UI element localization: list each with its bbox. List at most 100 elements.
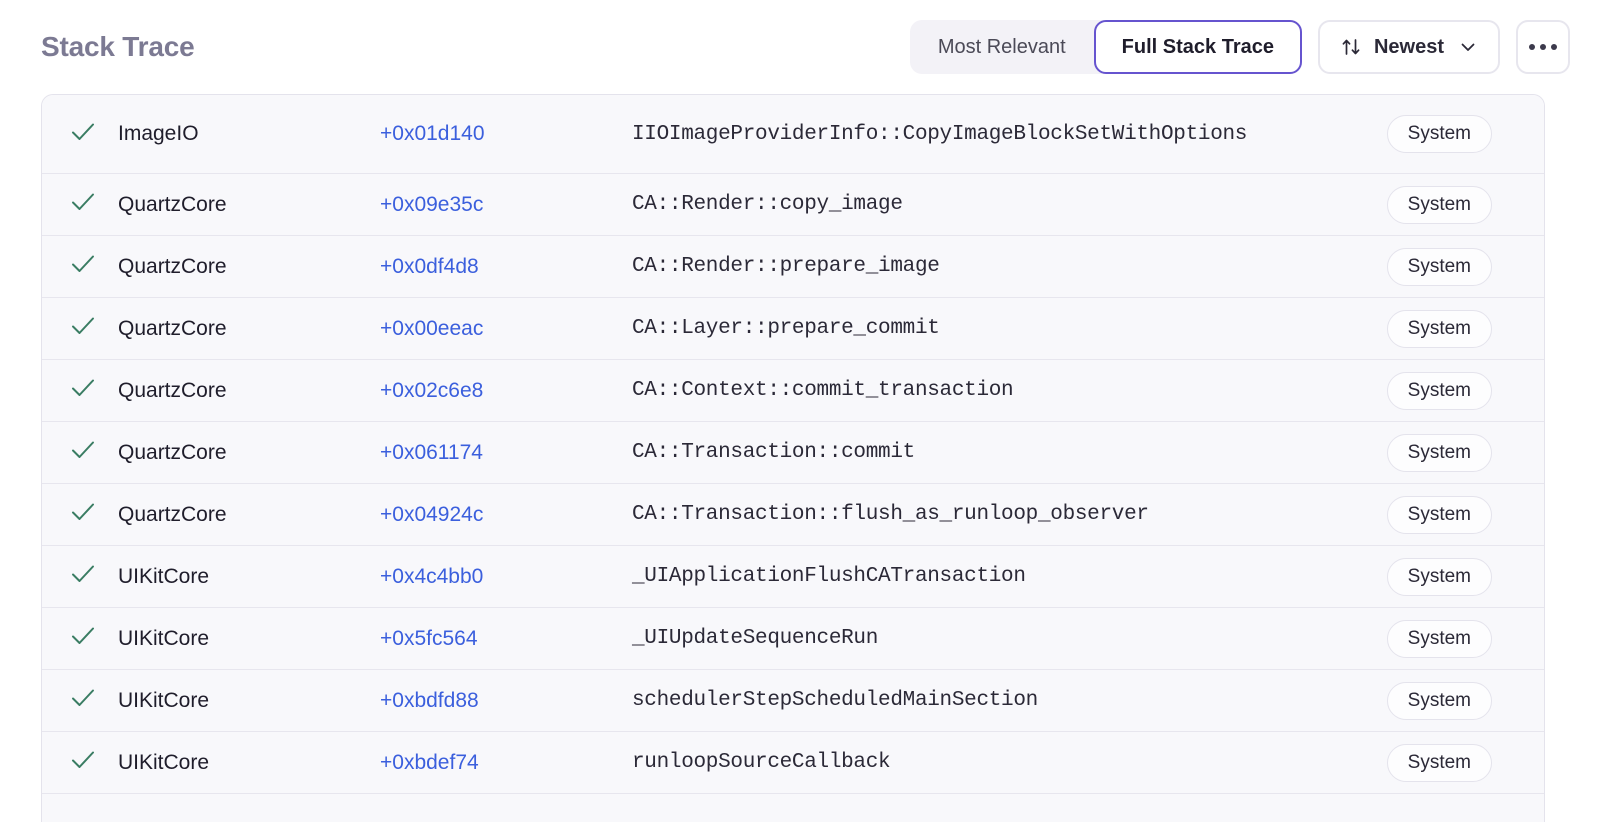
row-badge-cell: System	[1332, 433, 1492, 472]
row-binary-image: QuartzCore	[118, 316, 227, 340]
row-offset-link[interactable]: +0x04924c	[380, 502, 484, 526]
row-offset-link[interactable]: +0x09e35c	[380, 192, 484, 216]
sort-updown-icon	[1340, 36, 1362, 58]
row-badge-cell: System	[1332, 309, 1492, 348]
row-binary-image: UIKitCore	[118, 564, 210, 588]
status-badge: System	[1386, 681, 1492, 720]
ellipsis-icon	[1529, 44, 1557, 50]
row-function-name: schedulerStepScheduledMainSection	[632, 689, 1038, 712]
status-badge: System	[1386, 495, 1492, 534]
row-function-name: _UIUpdateSequenceRun	[632, 627, 879, 650]
table-row[interactable]: QuartzCore +0x0df4d8 CA::Render::prepare_i…	[42, 236, 1544, 298]
check-icon	[69, 436, 97, 469]
row-offset-link[interactable]: +0x4c4bb0	[380, 564, 484, 588]
row-offset-link[interactable]: +0xbdfd88	[380, 688, 479, 712]
row-status-cell	[42, 436, 118, 469]
row-function-name: CA::Transaction::commit	[632, 441, 915, 464]
row-binary-image: UIKitCore	[118, 626, 210, 650]
row-function-name: CA::Transaction::flush_as_runloop_observ…	[632, 503, 1149, 526]
header-controls: Most Relevant Full Stack Trace Newest	[909, 20, 1570, 74]
row-binary-image: UIKitCore	[118, 688, 210, 712]
table-row[interactable]: QuartzCore +0x09e35c CA::Render::copy_imag…	[42, 174, 1544, 236]
row-status-cell	[42, 188, 118, 221]
check-icon	[69, 684, 97, 717]
row-status-cell	[42, 312, 118, 345]
row-binary-image: UIKitCore	[118, 750, 210, 774]
row-binary-image: QuartzCore	[118, 254, 227, 278]
row-badge-cell: System	[1332, 247, 1492, 286]
check-icon	[69, 312, 97, 345]
check-icon	[69, 118, 97, 151]
status-badge: System	[1386, 185, 1492, 224]
table-row[interactable]: QuartzCore +0x00eeac CA::Layer::prepare_co…	[42, 298, 1544, 360]
table-row[interactable]: QuartzCore +0x02c6e8 CA::Context::commit_t…	[42, 360, 1544, 422]
table-row[interactable]: ImageIO +0x01d140 IIOImageProviderInfo::Co…	[42, 95, 1544, 174]
check-icon	[69, 250, 97, 283]
row-badge-cell: System	[1332, 495, 1492, 534]
table-row[interactable]: QuartzCore +0x04924c CA::Transaction::flus…	[42, 484, 1544, 546]
more-options-button[interactable]	[1516, 20, 1570, 74]
row-badge-cell: System	[1332, 681, 1492, 720]
row-status-cell	[42, 746, 118, 779]
row-binary-image: QuartzCore	[118, 502, 227, 526]
status-badge: System	[1386, 619, 1492, 658]
table-row[interactable]: UIKitCore +0x5fc564 _UIUpdateSequenceRun Sy…	[42, 608, 1544, 670]
stack-trace-table[interactable]: ImageIO +0x01d140 IIOImageProviderInfo::Co…	[41, 94, 1545, 822]
stack-trace-mode-segmented-control[interactable]: Most Relevant Full Stack Trace	[909, 20, 1302, 74]
row-status-cell	[42, 498, 118, 531]
status-badge: System	[1386, 433, 1492, 472]
row-function-name: CA::Render::prepare_image	[632, 255, 940, 278]
row-function-name: CA::Layer::prepare_commit	[632, 317, 940, 340]
check-icon	[69, 498, 97, 531]
row-offset-link[interactable]: +0xbdef74	[380, 750, 479, 774]
check-icon	[69, 746, 97, 779]
row-status-cell	[42, 118, 118, 151]
row-offset-link[interactable]: +0x02c6e8	[380, 378, 484, 402]
row-binary-image: QuartzCore	[118, 378, 227, 402]
table-row[interactable]: UIKitCore +0x4c4bb0 _UIApplicationFlushCAT…	[42, 546, 1544, 608]
row-status-cell	[42, 560, 118, 593]
table-row[interactable]: UIKitCore +0xbdfd88 schedulerStepScheduled…	[42, 670, 1544, 732]
status-badge: System	[1386, 309, 1492, 348]
chevron-down-icon	[1458, 37, 1478, 57]
sort-label: Newest	[1373, 35, 1444, 58]
status-badge: System	[1386, 371, 1492, 410]
row-offset-link[interactable]: +0x061174	[380, 440, 483, 464]
row-function-name: IIOImageProviderInfo::CopyImageBlockSetW…	[632, 122, 1248, 146]
row-binary-image: ImageIO	[118, 122, 199, 145]
row-status-cell	[42, 250, 118, 283]
sort-dropdown-button[interactable]: Newest	[1317, 20, 1500, 74]
row-badge-cell: System	[1332, 371, 1492, 410]
row-status-cell	[42, 622, 118, 655]
row-badge-cell: System	[1332, 115, 1492, 153]
row-offset-link[interactable]: +0x01d140	[380, 122, 485, 145]
table-row[interactable]: UIKitCore +0xbdef74 runloopSourceCallback S…	[42, 732, 1544, 794]
row-function-name: CA::Context::commit_transaction	[632, 379, 1014, 402]
row-binary-image: QuartzCore	[118, 192, 227, 216]
segment-most-relevant[interactable]: Most Relevant	[937, 35, 1066, 58]
check-icon	[69, 188, 97, 221]
row-status-cell	[42, 374, 118, 407]
row-status-cell	[42, 684, 118, 717]
status-badge: System	[1386, 557, 1492, 596]
check-icon	[69, 374, 97, 407]
table-row[interactable]: QuartzCore +0x061174 CA::Transaction::comm…	[42, 422, 1544, 484]
row-badge-cell: System	[1332, 743, 1492, 782]
row-function-name: CA::Render::copy_image	[632, 193, 903, 216]
row-badge-cell: System	[1332, 185, 1492, 224]
row-offset-link[interactable]: +0x5fc564	[380, 626, 478, 650]
row-offset-link[interactable]: +0x00eeac	[380, 316, 484, 340]
check-icon	[69, 622, 97, 655]
row-binary-image: QuartzCore	[118, 440, 227, 464]
stack-trace-header: Stack Trace Most Relevant Full Stack Tra…	[0, 0, 1614, 94]
page-title: Stack Trace	[41, 31, 195, 62]
row-badge-cell: System	[1332, 557, 1492, 596]
segment-full-stack-trace[interactable]: Full Stack Trace	[1093, 20, 1302, 74]
check-icon	[69, 560, 97, 593]
status-badge: System	[1386, 115, 1492, 153]
row-function-name: runloopSourceCallback	[632, 751, 891, 774]
row-offset-link[interactable]: +0x0df4d8	[380, 254, 479, 278]
status-badge: System	[1386, 247, 1492, 286]
row-function-name: _UIApplicationFlushCATransaction	[632, 565, 1026, 588]
